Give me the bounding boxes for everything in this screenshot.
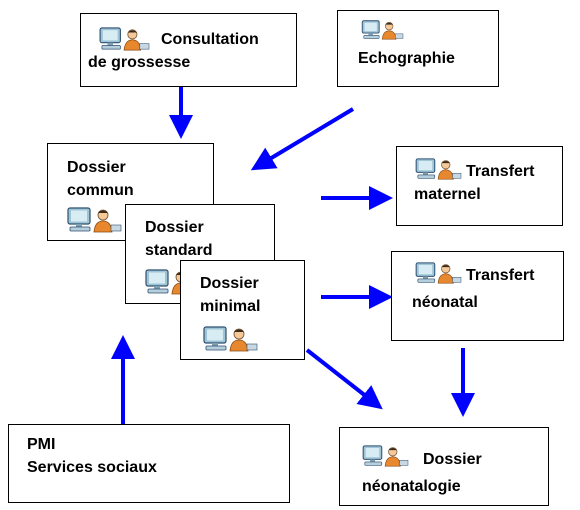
computer-user-icon bbox=[415, 262, 463, 284]
arrow-minimal-to-neonatalogie bbox=[305, 348, 383, 410]
node-consultation: Consultation de grossesse bbox=[80, 13, 297, 87]
arrow-echographie-to-commun bbox=[250, 107, 355, 171]
node-echographie: Echographie bbox=[337, 10, 499, 87]
node-dossier-standard-line2: standard bbox=[145, 242, 213, 259]
node-dossier-neonatalogie-line2: néonatalogie bbox=[362, 478, 461, 495]
computer-user-icon bbox=[362, 445, 410, 467]
node-transfert-maternel-line2: maternel bbox=[414, 186, 481, 203]
node-dossier-neonatalogie-line1: Dossier bbox=[423, 451, 482, 468]
node-dossier-standard-line1: Dossier bbox=[145, 219, 204, 236]
node-dossier-neonatalogie: Dossier néonatalogie bbox=[339, 427, 549, 506]
node-pmi-line2: Services sociaux bbox=[27, 459, 157, 476]
node-dossier-minimal: Dossier minimal bbox=[180, 260, 305, 360]
node-transfert-neonatal: Transfert néonatal bbox=[391, 251, 564, 341]
node-transfert-maternel: Transfert maternel bbox=[396, 146, 563, 226]
node-dossier-commun-line1: Dossier bbox=[67, 159, 126, 176]
computer-user-icon bbox=[361, 20, 405, 40]
node-pmi-line1: PMI bbox=[27, 436, 56, 453]
node-dossier-minimal-line2: minimal bbox=[200, 298, 261, 315]
node-transfert-neonatal-line1: Transfert bbox=[466, 267, 535, 284]
computer-user-icon bbox=[415, 158, 463, 180]
node-consultation-line1: Consultation bbox=[161, 31, 259, 48]
node-transfert-maternel-line1: Transfert bbox=[466, 163, 535, 180]
computer-user-icon bbox=[99, 27, 151, 51]
computer-user-icon bbox=[67, 207, 123, 233]
node-dossier-commun-line2: commun bbox=[67, 182, 134, 199]
node-transfert-neonatal-line2: néonatal bbox=[412, 294, 478, 311]
node-consultation-line2: de grossesse bbox=[88, 54, 191, 71]
node-echographie-line1: Echographie bbox=[358, 50, 455, 67]
node-dossier-minimal-line1: Dossier bbox=[200, 275, 259, 292]
node-pmi: PMI Services sociaux bbox=[8, 424, 290, 503]
computer-user-icon bbox=[203, 326, 259, 352]
